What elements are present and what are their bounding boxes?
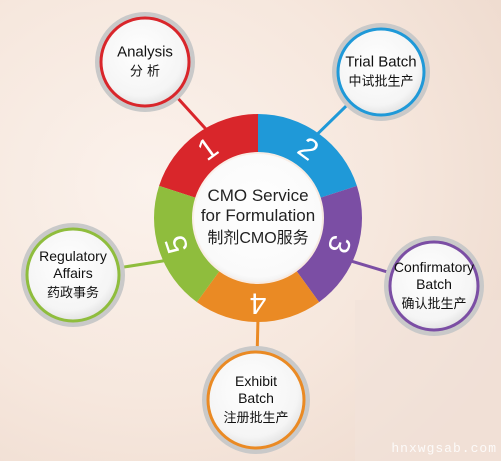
bubble-face-2 [336, 27, 426, 117]
center-line-3: 制剂CMO服务 [207, 229, 308, 247]
bubble-title-2-0: Trial Batch [345, 54, 416, 71]
ring-segment-4 [196, 271, 320, 322]
center-line-2: for Formulation [201, 206, 315, 225]
bubble-zh-3: 确认批生产 [401, 297, 466, 312]
ring-segment-2 [258, 114, 357, 198]
bubble-title-1-0: Analysis [117, 44, 173, 61]
center-line-1: CMO Service [207, 186, 308, 205]
ring-segment-3 [296, 185, 362, 303]
stage-bubble-1: Analysis 分 析 [95, 12, 195, 112]
bubble-title-3-0: Confirmatory [394, 259, 474, 275]
bubble-title-3-1: Batch [416, 276, 452, 292]
bubble-zh-5: 药政事务 [47, 285, 99, 301]
bubble-face-3 [388, 240, 480, 332]
bubble-face-1 [99, 16, 191, 108]
bubble-face-4 [206, 350, 306, 450]
bubble-face-5 [25, 227, 121, 323]
bubble-title-5-1: Affairs [53, 265, 92, 281]
ring-segment-5 [154, 185, 220, 303]
ring-number-4: 4 [250, 287, 267, 320]
ring-segment-1 [159, 114, 258, 198]
watermark: hnxwgsab.com [391, 441, 497, 456]
bubble-zh-4: 注册批生产 [223, 411, 288, 426]
process-ring [154, 114, 362, 322]
stage-bubble-2: Trial Batch 中试批生产 [332, 23, 430, 121]
bubble-zh-1: 分 析 [130, 65, 160, 80]
bubble-title-5-0: Regulatory [39, 248, 107, 264]
bubble-title-4-0: Exhibit [235, 373, 277, 389]
bubble-title-4-1: Batch [238, 390, 274, 406]
bubble-zh-2: 中试批生产 [348, 75, 413, 90]
center-disk [194, 154, 322, 282]
